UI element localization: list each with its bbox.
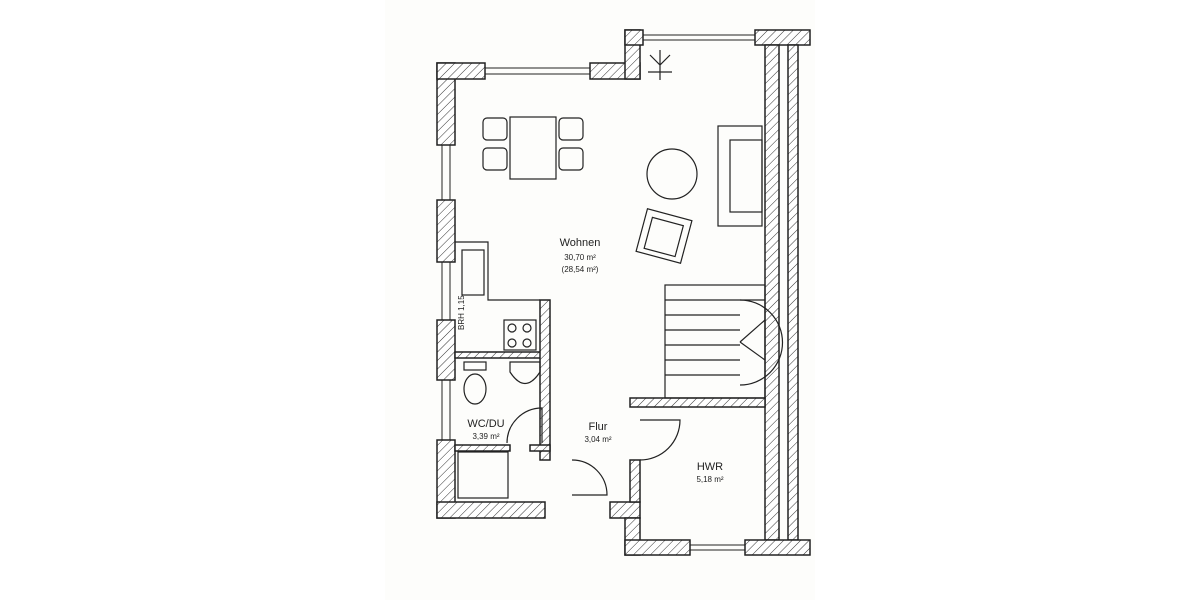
door-swing <box>639 419 681 461</box>
plant-icon <box>648 50 672 80</box>
furniture <box>455 50 784 499</box>
room-area-wc: 3,39 m² <box>472 432 499 441</box>
armchair <box>635 208 693 264</box>
room-area-alt-wohnen: (28,54 m²) <box>562 265 599 274</box>
sink-icon <box>461 249 485 296</box>
windows <box>441 34 755 551</box>
kitchen-counter <box>455 241 540 301</box>
washbasin-icon <box>509 361 541 385</box>
brh-annotation: BRH 1,15 <box>457 295 466 330</box>
room-area-hwr: 5,18 m² <box>696 475 723 484</box>
room-name-wc: WC/DU <box>467 418 504 430</box>
room-labels: Wohnen 30,70 m² (28,54 m²) WC/DU 3,39 m²… <box>457 237 724 484</box>
toilet-icon <box>463 373 487 405</box>
room-name-wohnen: Wohnen <box>560 237 601 249</box>
room-area-flur: 3,04 m² <box>584 435 611 444</box>
room-name-hwr: HWR <box>697 461 723 473</box>
staircase <box>664 284 784 399</box>
room-name-flur: Flur <box>589 421 608 433</box>
dining-table <box>509 116 557 180</box>
round-table <box>646 148 698 200</box>
stove-icon <box>503 319 537 351</box>
room-area-wohnen: 30,70 m² <box>564 253 596 262</box>
shower-icon <box>457 451 509 499</box>
walls <box>436 29 811 556</box>
door-swing <box>571 459 608 496</box>
door-swing <box>506 407 543 444</box>
